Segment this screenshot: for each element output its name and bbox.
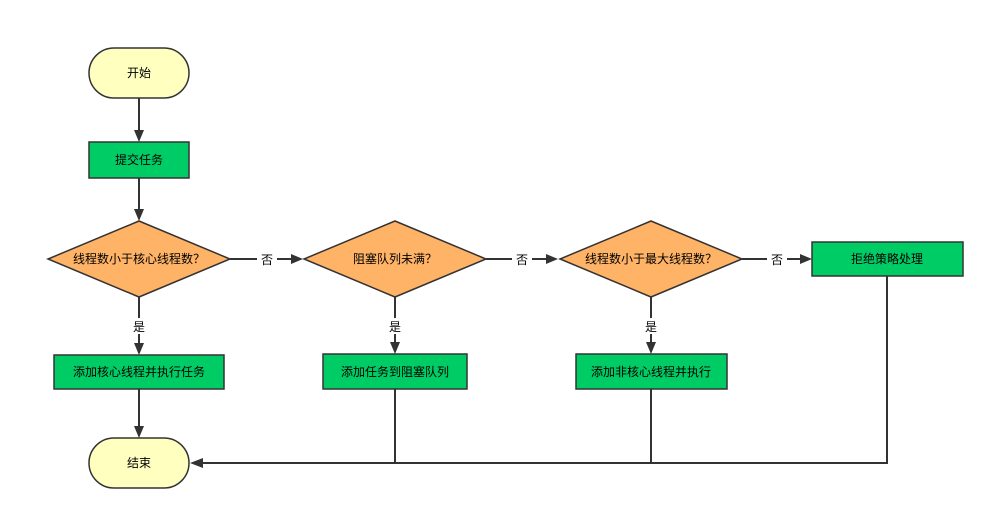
edge-label-yes: 是 [645,320,657,334]
add-noncore-thread-label: 添加非核心线程并执行 [591,364,711,379]
submit-task-node [88,141,190,179]
reject-policy-label: 拒绝策略处理 [851,251,923,266]
check-core-threads-label: 线程数小于核心线程数？ [73,251,205,266]
edge-label-bg [257,251,277,268]
add-noncore-thread-node [575,353,728,390]
edge-label-no: 否 [771,253,783,267]
edge-label-bg [512,251,532,268]
arrow-head [190,458,203,468]
start-node-label: 开始 [127,66,151,80]
arrow-head [546,254,558,264]
edge-label-bg [387,318,403,334]
check-core-threads-decision [46,220,232,298]
edge-add-noncore-to-end [395,389,652,464]
submit-task-label: 提交任务 [115,152,163,167]
reject-policy-node [811,241,964,277]
check-queue-label: 阻塞队列未满？ [353,251,437,266]
edge-reject-to-end [651,276,888,464]
edge-label-no: 否 [516,253,528,267]
edge-label-bg [131,318,147,334]
edge-label-bg [643,318,659,334]
arrow-head [800,254,812,264]
edge-label-yes: 是 [389,320,401,334]
end-node-label: 结束 [127,456,151,470]
edge-label-yes: 是 [133,320,145,334]
arrow-head [291,254,303,264]
edge-add-queue-to-end [203,389,396,464]
check-max-threads-decision [558,220,744,298]
edge-label-bg [767,251,787,268]
arrow-head [646,342,656,354]
check-queue-decision [302,220,488,298]
arrow-head [134,209,144,221]
add-core-thread-node [53,354,225,390]
end-node [88,437,190,489]
arrow-head [390,342,400,354]
arrow-head [134,343,144,355]
start-node [88,47,190,99]
check-max-threads-label: 线程数小于最大线程数？ [585,251,717,266]
arrow-head [134,130,144,142]
add-core-thread-label: 添加核心线程并执行任务 [73,364,205,379]
add-to-queue-node [322,353,468,390]
arrow-head [134,426,144,438]
edge-label-no: 否 [261,253,273,267]
add-to-queue-label: 添加任务到阻塞队列 [341,364,449,379]
